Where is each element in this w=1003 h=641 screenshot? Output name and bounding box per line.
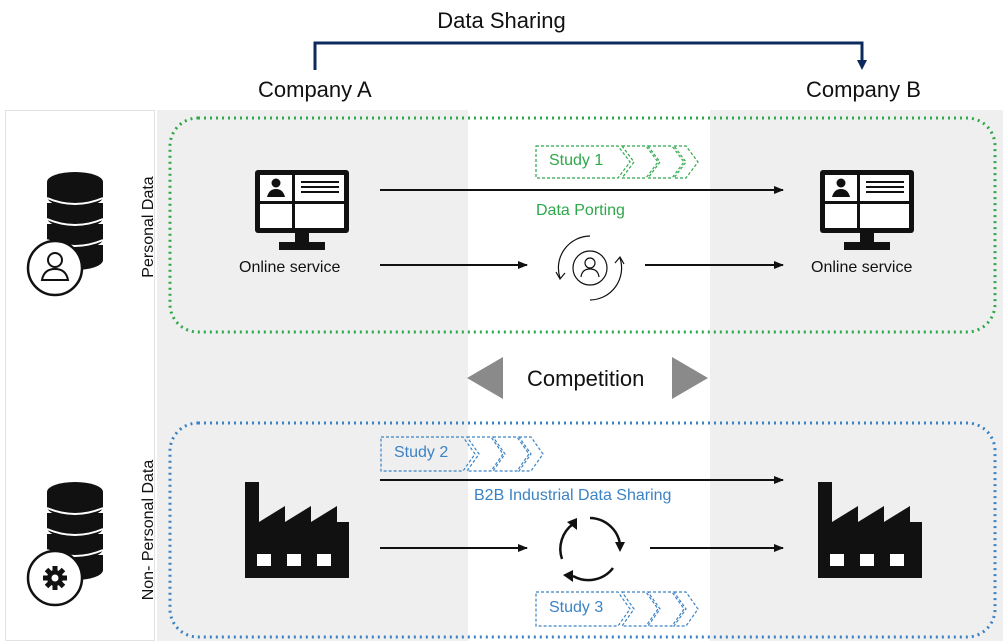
cycle-arrows-icon bbox=[559, 516, 625, 582]
company-a-label: Company A bbox=[258, 77, 372, 102]
data-porting-label: Data Porting bbox=[536, 202, 625, 219]
database-person-icon bbox=[26, 172, 104, 297]
factory-icon bbox=[818, 482, 922, 578]
b2b-sharing-label: B2B Industrial Data Sharing bbox=[474, 487, 672, 504]
competition-label: Competition bbox=[527, 366, 645, 391]
study-1-label: Study 1 bbox=[549, 152, 604, 169]
database-gear-icon bbox=[26, 482, 104, 607]
right-online-service-label: Online service bbox=[811, 259, 913, 276]
computer-profile-icon bbox=[255, 170, 349, 250]
computer-profile-icon bbox=[820, 170, 914, 250]
person-cycle-icon bbox=[555, 235, 625, 301]
study-2-label: Study 2 bbox=[394, 444, 449, 461]
study-3-label: Study 3 bbox=[549, 599, 604, 616]
factory-icon bbox=[245, 482, 349, 578]
data-sharing-bracket bbox=[313, 41, 867, 70]
diagram-title: Data Sharing bbox=[437, 8, 566, 33]
company-b-label: Company B bbox=[806, 77, 921, 102]
left-online-service-label: Online service bbox=[239, 259, 341, 276]
